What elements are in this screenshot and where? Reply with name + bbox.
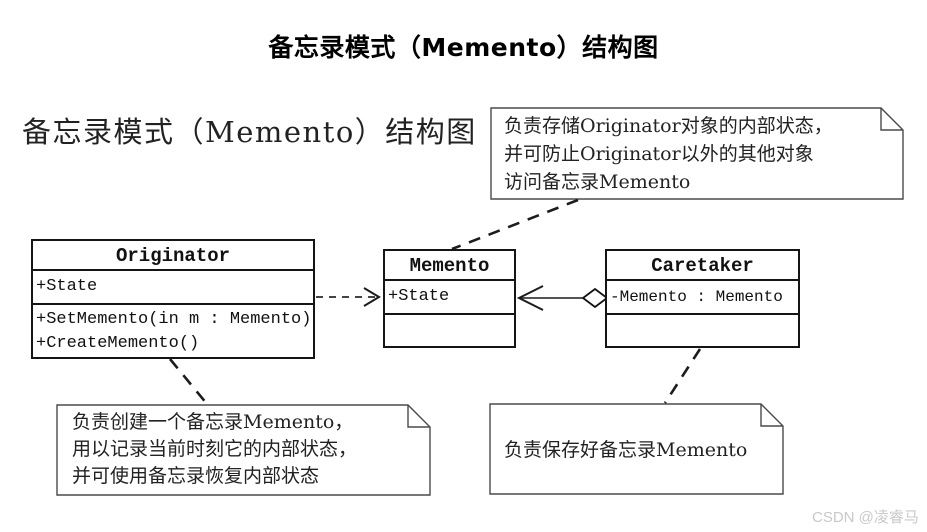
class-attribute: +State <box>33 271 313 305</box>
class-attribute: +State <box>385 281 514 315</box>
aggregation-diamond-icon <box>581 287 609 309</box>
note-line: 并可防止Originator以外的其他对象 <box>504 143 814 165</box>
page-title: 备忘录模式（Memento）结构图 <box>268 33 659 62</box>
dependency-arrow-originator-to-memento <box>316 287 381 307</box>
class-box-memento: Memento +State <box>383 249 516 348</box>
open-arrowhead-icon <box>363 287 381 307</box>
anchor-line-originator-note <box>168 358 209 405</box>
aggregation-caretaker-to-memento <box>516 285 609 311</box>
class-methods-caretaker <box>607 315 798 318</box>
diagram-heading: 备忘录模式（Memento）结构图 <box>22 115 477 149</box>
class-name-originator: Originator <box>33 241 313 271</box>
note-memento: 负责存储Originator对象的内部状态， 并可防止Originator以外的… <box>504 112 833 196</box>
anchor-line-caretaker-note <box>663 348 702 404</box>
note-shape-originator <box>56 404 431 496</box>
class-method: +CreateMemento() <box>36 334 200 353</box>
anchor-line-memento-note <box>451 198 579 251</box>
class-method: +SetMemento(in m : Memento) <box>36 310 312 329</box>
class-methods-originator: +SetMemento(in m : Memento) +CreateMemen… <box>33 305 313 356</box>
note-line: 并可使用备忘录恢复内部状态 <box>72 465 320 487</box>
note-originator: 负责创建一个备忘录Memento， 用以记录当前时刻它的内部状态， 并可使用备忘… <box>72 409 357 490</box>
note-line: 负责保存好备忘录Memento <box>504 439 748 461</box>
note-line: 用以记录当前时刻它的内部状态， <box>72 438 358 460</box>
note-shape-caretaker <box>489 403 784 495</box>
csdn-watermark: CSDN @凌睿马 <box>812 509 919 526</box>
class-name-caretaker: Caretaker <box>607 251 798 281</box>
class-name-memento: Memento <box>385 251 514 281</box>
class-box-caretaker: Caretaker -Memento : Memento <box>605 249 800 348</box>
class-attribute: -Memento : Memento <box>607 281 798 315</box>
note-line: 负责创建一个备忘录Memento， <box>72 411 354 433</box>
note-line: 负责存储Originator对象的内部状态， <box>504 115 833 137</box>
note-shape-memento <box>490 107 904 200</box>
open-arrowhead-icon <box>516 285 544 311</box>
note-caretaker: 负责保存好备忘录Memento <box>504 436 747 464</box>
note-line: 访问备忘录Memento <box>504 171 691 193</box>
class-box-originator: Originator +State +SetMemento(in m : Mem… <box>31 239 315 359</box>
class-methods-memento <box>385 315 514 318</box>
